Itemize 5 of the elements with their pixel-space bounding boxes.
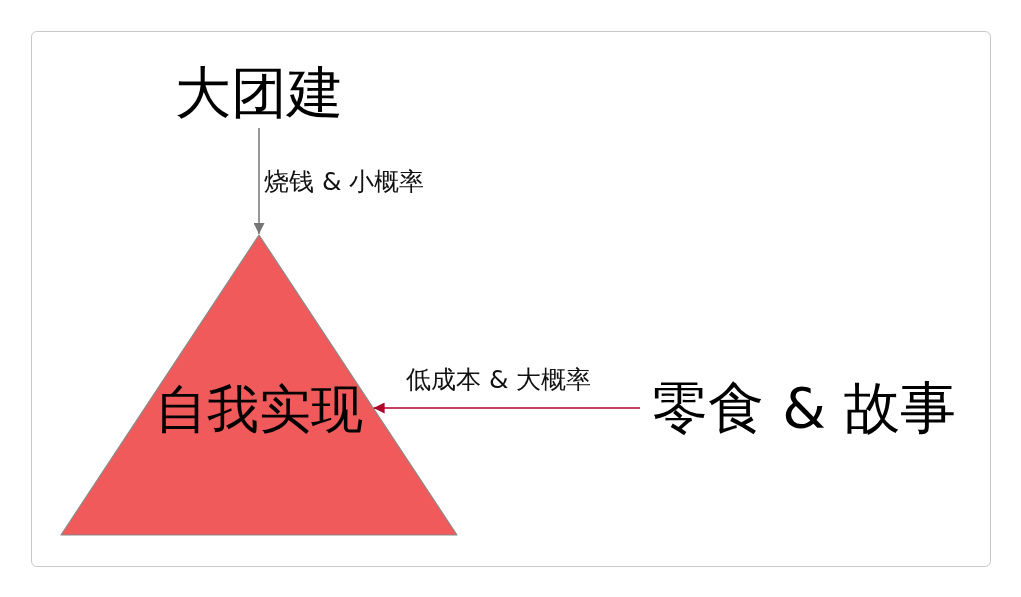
concept-text: 大团建 xyxy=(159,58,359,128)
arrow xyxy=(253,127,265,235)
triangle-label: 自我实现 xyxy=(155,380,363,440)
concept-text: 零食 & 故事 xyxy=(640,372,968,444)
arrow xyxy=(372,402,641,414)
